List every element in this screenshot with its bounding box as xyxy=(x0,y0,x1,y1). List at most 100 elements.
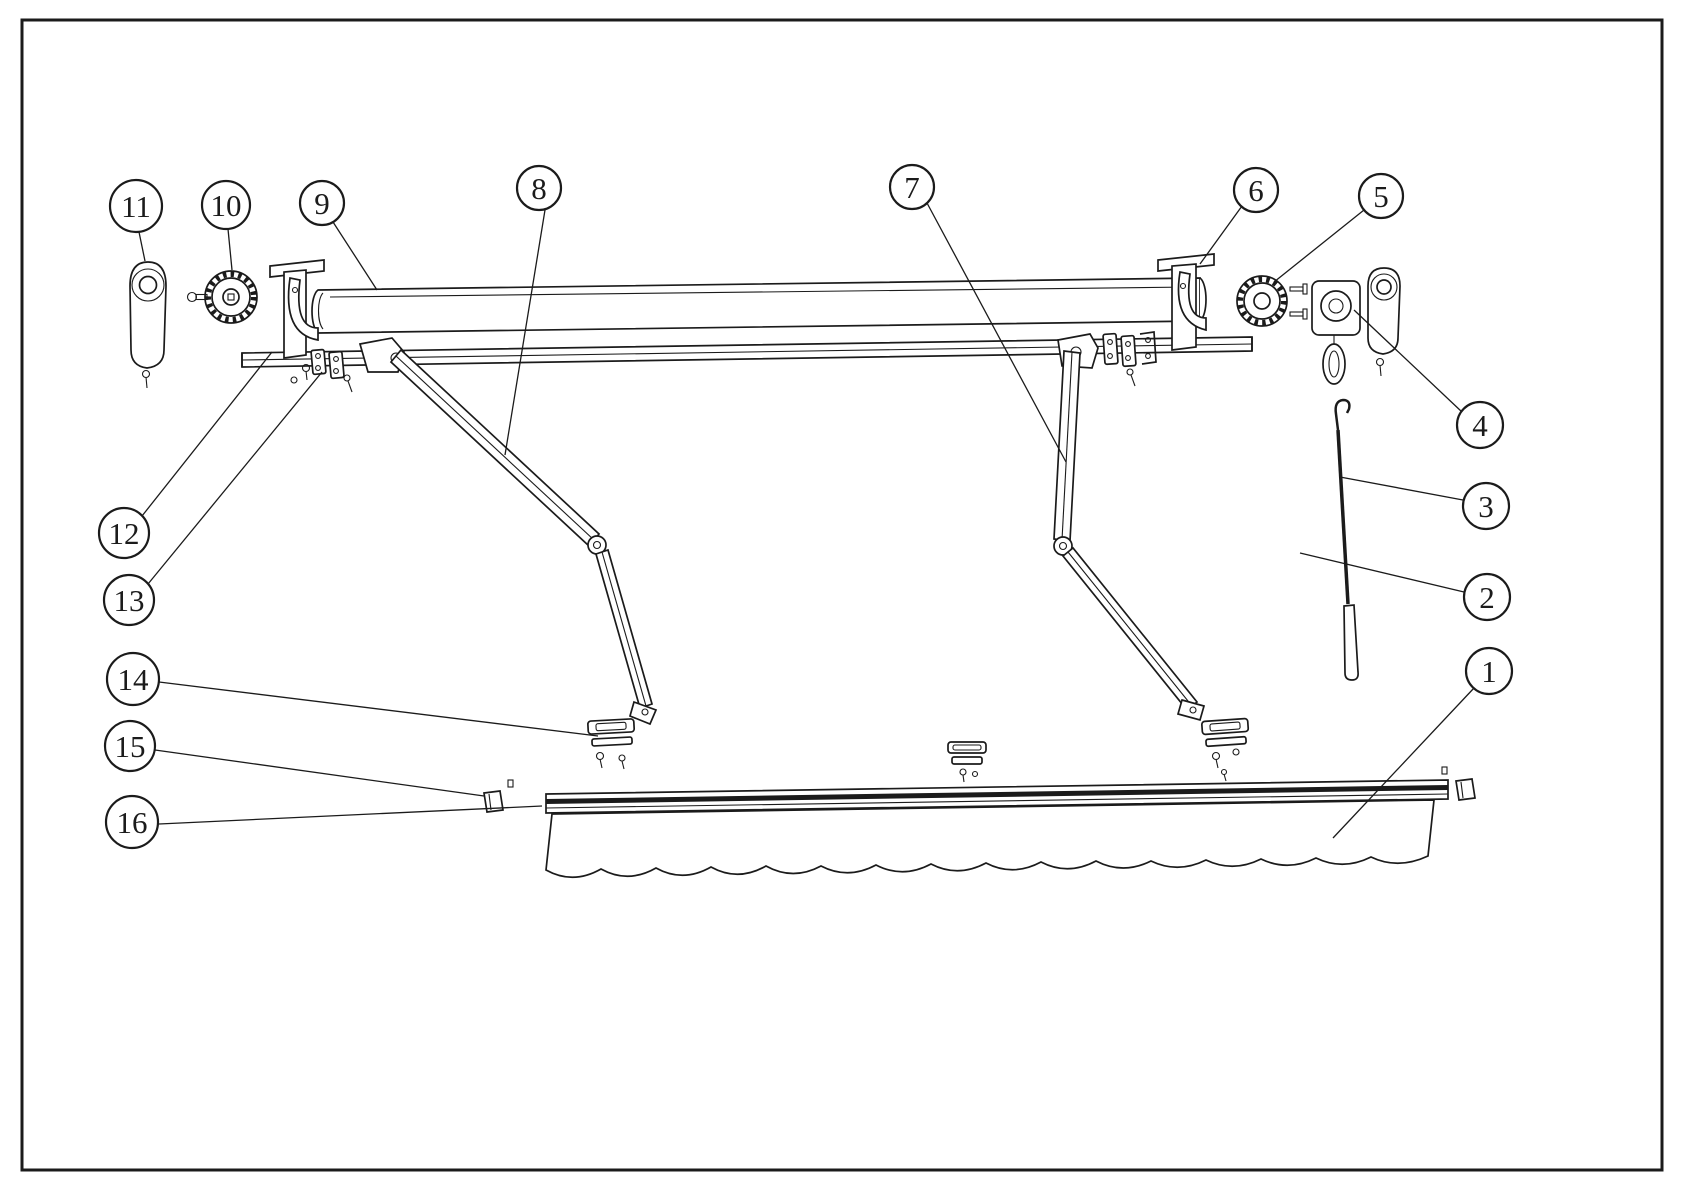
left-arm-elbow-pin xyxy=(592,540,602,550)
callout-5: 5 xyxy=(1357,172,1405,220)
part-left-arm xyxy=(389,348,658,726)
callout-6-number: 6 xyxy=(1248,173,1264,208)
front-bar-stripe xyxy=(546,785,1448,804)
front-bar-lower-line xyxy=(545,793,1449,809)
plate-right-top xyxy=(1200,717,1250,736)
callout-6: 6 xyxy=(1232,166,1280,214)
leader-line-5 xyxy=(1273,209,1365,283)
leader-line-12 xyxy=(141,351,273,517)
plate-right-screw-1-shaft xyxy=(1215,758,1219,769)
left-clamp-plate-2 xyxy=(328,350,345,380)
right-clamp-screw-shaft xyxy=(1130,374,1136,387)
right-arm-wrist xyxy=(1176,698,1206,722)
right-u-clamp-bolt-1 xyxy=(1145,337,1151,343)
right-clamp-screw-head xyxy=(1126,368,1134,376)
knob-left-square-hole xyxy=(227,293,235,301)
leader-line-10 xyxy=(227,228,233,271)
clip-left-detail xyxy=(488,793,492,811)
leader-line-1 xyxy=(1332,687,1475,839)
right-cap-hole xyxy=(1376,279,1392,295)
part-mounting-plate-right xyxy=(1200,717,1250,782)
part-end-clip-left xyxy=(483,779,514,813)
plate-right-screw-1-head xyxy=(1211,751,1221,761)
left-bracket-screw-a-shaft xyxy=(305,370,308,381)
right-clamp-bolt-3 xyxy=(1125,341,1131,347)
diagram-border xyxy=(20,18,1664,1172)
left-clamp-bolt-4 xyxy=(333,368,339,374)
part-right-arm xyxy=(1053,350,1206,722)
part-gear-housing xyxy=(1311,280,1361,385)
leader-line-3 xyxy=(1339,476,1464,501)
leader-line-14 xyxy=(158,681,599,737)
callout-4-number: 4 xyxy=(1472,408,1488,443)
gear-eyelet-outer xyxy=(1322,343,1346,385)
leader-line-8 xyxy=(504,209,546,456)
callout-1-number: 1 xyxy=(1481,654,1497,689)
leader-line-7 xyxy=(926,202,1067,463)
plate-mid-top xyxy=(947,741,987,754)
callout-15-number: 15 xyxy=(115,729,146,764)
callout-1: 1 xyxy=(1464,646,1514,696)
right-arm-elbow-pin xyxy=(1058,541,1068,551)
plate-left-top xyxy=(587,718,636,735)
plate-mid-screw-2-head xyxy=(971,770,979,778)
tube-right-cap xyxy=(1199,277,1207,322)
leader-line-4 xyxy=(1353,309,1463,413)
callout-12: 12 xyxy=(97,506,151,560)
callouts: 1 2 3 4 5 6 7 8 xyxy=(97,163,1514,850)
callout-3-circle xyxy=(1461,481,1511,531)
left-clamp-screw-head xyxy=(343,374,351,382)
end-cap-screw-shaft xyxy=(145,376,148,389)
part-left-bracket xyxy=(269,259,325,384)
callout-11: 11 xyxy=(108,178,164,234)
left-bracket-screw-b xyxy=(290,376,298,384)
part-right-end-cap xyxy=(1367,267,1401,377)
end-cap-ring xyxy=(131,268,165,302)
left-arm-wrist xyxy=(628,700,658,726)
end-cap-body xyxy=(129,261,167,369)
callout-15-circle xyxy=(103,719,157,773)
knob-right-screw-2-shaft xyxy=(1289,311,1304,317)
callout-7-circle xyxy=(888,163,936,211)
knob-right-screw-1-shaft xyxy=(1289,286,1304,292)
part-left-end-cap xyxy=(129,261,167,389)
right-cap-ring xyxy=(1370,273,1398,301)
leader-line-13 xyxy=(147,371,323,585)
right-u-clamp-bolt-2 xyxy=(1145,353,1151,359)
knob-left-screw-head xyxy=(186,291,198,303)
part-front-bar xyxy=(545,779,1449,814)
callout-10-number: 10 xyxy=(211,188,242,223)
right-arm-wrist-pin xyxy=(1189,706,1197,714)
callout-9-circle xyxy=(298,179,346,227)
plate-left-screw-1-head xyxy=(595,751,605,761)
callout-7: 7 xyxy=(888,163,936,211)
gear-housing-boss xyxy=(1320,290,1352,322)
callout-8-number: 8 xyxy=(531,171,547,206)
left-clamp-bolt-2 xyxy=(315,365,321,371)
callout-16-number: 16 xyxy=(117,805,148,840)
knob-left-screw-shaft xyxy=(195,293,208,301)
callout-10: 10 xyxy=(200,179,252,231)
left-bracket-arm xyxy=(287,276,319,342)
tube-left-cap-line xyxy=(317,292,324,330)
plate-right-slot xyxy=(1209,721,1241,732)
callout-5-circle xyxy=(1357,172,1405,220)
right-clamp-bolt-4 xyxy=(1125,355,1131,361)
leader-line-11 xyxy=(138,231,146,262)
plate-right-screw-2-head xyxy=(1232,748,1240,756)
callout-15: 15 xyxy=(103,719,157,773)
end-cap-hole xyxy=(138,275,158,295)
callout-14-number: 14 xyxy=(118,662,150,697)
part-right-bracket xyxy=(1157,253,1215,351)
right-clamp-plate-1 xyxy=(1102,332,1119,366)
leader-line-15 xyxy=(154,749,485,797)
plate-mid-screw-1-head xyxy=(959,768,967,776)
leader-line-16 xyxy=(158,805,543,825)
callout-8-circle xyxy=(515,164,563,212)
part-left-knob xyxy=(186,270,258,324)
left-arm-wrist-pin xyxy=(641,708,649,716)
plate-left-screw-2-shaft xyxy=(621,760,625,770)
clip-right-body xyxy=(1455,778,1476,801)
